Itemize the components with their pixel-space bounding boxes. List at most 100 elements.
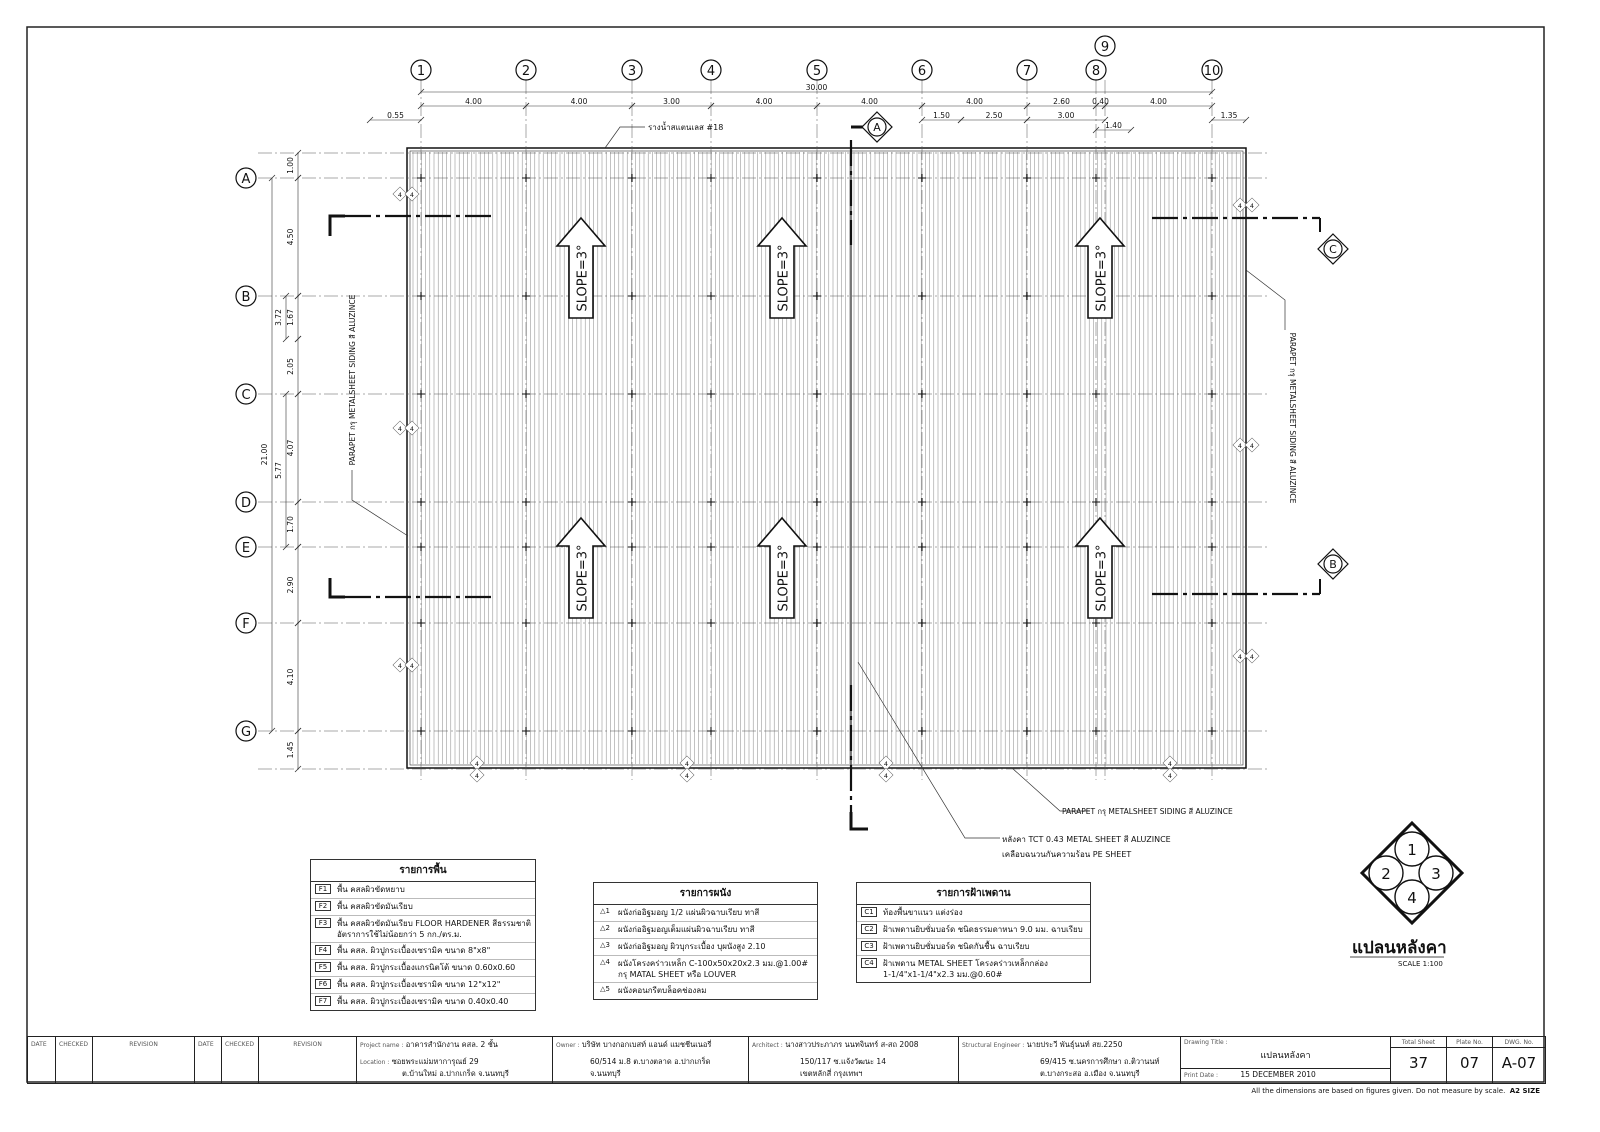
title-block: DATE CHECKED REVISION DATE CHECKED REVIS…	[27, 1036, 1546, 1084]
architect-addr-1: 150/117 ซ.แจ้งวัฒนะ 14	[800, 1057, 886, 1066]
dim-bottom-overhang-tick	[294, 727, 302, 735]
dim-bay-text: 4.00	[861, 97, 878, 106]
legend-text: ผนังก่ออิฐมอญเต็มแผ่นผิวฉาบเรียบ ทาสี	[618, 925, 755, 934]
legend-code: C2	[861, 924, 877, 934]
total-sheet: 37	[1408, 1054, 1429, 1072]
grid-bubble-col	[700, 59, 722, 81]
wall-tag-box	[1162, 755, 1178, 771]
wall-tag-label: 4	[398, 425, 402, 433]
dim-sub-89-tick	[1127, 126, 1135, 134]
key-plan-circle	[1394, 831, 1430, 867]
section-b-circle	[1323, 554, 1343, 574]
dim-overall-width-text: 30.00	[806, 83, 828, 92]
legend-code: △5	[600, 985, 610, 993]
total-sheet-cell: Total Sheet 37	[1390, 1037, 1446, 1083]
slope-arrow-upper-2-shape	[756, 216, 808, 319]
dim-left-overhang-tick	[417, 116, 425, 124]
section-a-circle	[867, 117, 887, 137]
legend-code: △1	[600, 907, 610, 915]
dim-bottom-overhang-text: 1.45	[286, 741, 295, 758]
wall-tag-box	[679, 767, 695, 783]
wall-tag-box	[1232, 648, 1248, 664]
parapet-right-note: PARAPET กรุ METALSHEET SIDING สี ALUZINC…	[1288, 333, 1297, 504]
section-mark-left-bottom	[328, 578, 345, 599]
drawing-title-cell: Drawing Title : แปลนหลังคา Print Date : …	[1180, 1037, 1390, 1083]
drawing-scale: SCALE 1:100	[1398, 960, 1443, 968]
legend-text: พื้น คสลผิวขัดมันเรียบ FLOOR HARDENER สี…	[337, 919, 531, 939]
legend-text: ท้องพื้นขาแนว แต่งร่อง	[883, 908, 963, 917]
wall-tag-box	[392, 186, 408, 202]
dim-right-overhang-text: 1.35	[1221, 111, 1238, 120]
grid-label-col: 4	[707, 64, 715, 79]
legend-code: F1	[315, 884, 331, 894]
dim-row-text: 1.70	[286, 516, 295, 533]
dim-row-text: 4.07	[286, 439, 295, 456]
section-b-label: B	[1329, 558, 1337, 571]
dim-sub-text: 3.00	[1058, 111, 1075, 120]
section-c-circle	[1323, 239, 1343, 259]
key-plan-circle	[1418, 855, 1454, 891]
floor-legend-title: รายการพื้น	[311, 860, 535, 882]
grid-label-row: G	[241, 725, 251, 740]
legend-text: ผนังก่ออิฐมอญ 1/2 แผ่นผิวฉาบเรียบ ทาสี	[618, 908, 760, 917]
wall-tag-box	[392, 657, 408, 673]
column-marks	[417, 174, 1216, 735]
dim-bay-tick	[417, 102, 425, 110]
grid-label-row: B	[242, 290, 251, 305]
slope-arrow-lower-2-label: SLOPE=3°	[777, 545, 792, 612]
dim-sub-tick	[1023, 116, 1031, 124]
grid-label-col: 10	[1204, 64, 1221, 79]
architect-cell: Architect : นางสาวประภาภร นนทจินทร์ ส-สถ…	[748, 1037, 958, 1083]
wall-tag-box	[1232, 437, 1248, 453]
parapet-inner-line	[409, 150, 1244, 766]
slope-arrow-lower-1-shape	[555, 516, 607, 619]
rev-date-1: DATE	[31, 1041, 47, 1048]
wall-tag-label: 4	[410, 425, 414, 433]
gutter-leader	[604, 126, 645, 149]
grid-bubble-row	[235, 536, 257, 558]
grid-label-row: E	[242, 541, 250, 556]
dim-bay-tick	[1023, 102, 1031, 110]
key-plan-label: 1	[1407, 841, 1417, 859]
parapet-right-leader	[1245, 269, 1286, 330]
dim-top-overhang-text: 1.00	[286, 157, 295, 174]
legend-code: F6	[315, 979, 331, 989]
grid-bubble-col	[515, 59, 537, 81]
dim-row-tick	[294, 619, 302, 627]
wall-tag-label: 4	[1168, 760, 1172, 768]
dim-row-tick	[294, 335, 302, 343]
location-2: ต.บ้านใหม่ อ.ปากเกร็ด จ.นนทบุรี	[402, 1069, 509, 1078]
grid-bubble-col	[806, 59, 828, 81]
roof-sheet-note-1: หลังคา TCT 0.43 METAL SHEET สี ALUZINCE	[1002, 835, 1171, 844]
section-mark-left-top	[328, 214, 345, 236]
wall-tag-box	[404, 186, 420, 202]
slope-arrow-lower-3-shape	[1074, 516, 1126, 619]
wall-tag-label: 4	[475, 760, 479, 768]
dim-sub-89-text: 1.40	[1105, 121, 1122, 130]
legend-text: พื้น คสล. ผิวปูกระเบื้องเซรามิค ขนาด 12"…	[337, 980, 501, 989]
dim-sub-tick	[918, 116, 926, 124]
grid-bubble-col	[911, 59, 933, 81]
slope-arrow-upper-3-shape	[1074, 216, 1126, 319]
legend-text: ผนังก่ออิฐมอญ ผิวบุกระเบื้อง บุผนังสูง 2…	[618, 942, 766, 951]
owner-cell: Owner : บริษัท บางกอกเบสท์ แอนด์ แมชชีนเ…	[552, 1037, 748, 1083]
wall-tag-label: 4	[410, 191, 414, 199]
grid-label-col: 9	[1101, 40, 1109, 55]
engineer-name: นายประวี พันธุ์นนท์ สย.2250	[1026, 1040, 1123, 1049]
wall-tag-label: 4	[1250, 202, 1254, 210]
grid-bubble-col	[621, 59, 643, 81]
dim-top-overhang-tick	[294, 149, 302, 157]
slope-arrow-upper-1-label: SLOPE=3°	[576, 245, 591, 312]
wall-tag-label: 4	[884, 760, 888, 768]
legend-code: C3	[861, 941, 877, 951]
key-plan-diamond	[1359, 820, 1465, 926]
dim-row-text: 4.50	[286, 228, 295, 245]
legend-code: F2	[315, 901, 331, 911]
dim-overall-height-tick	[268, 174, 276, 182]
